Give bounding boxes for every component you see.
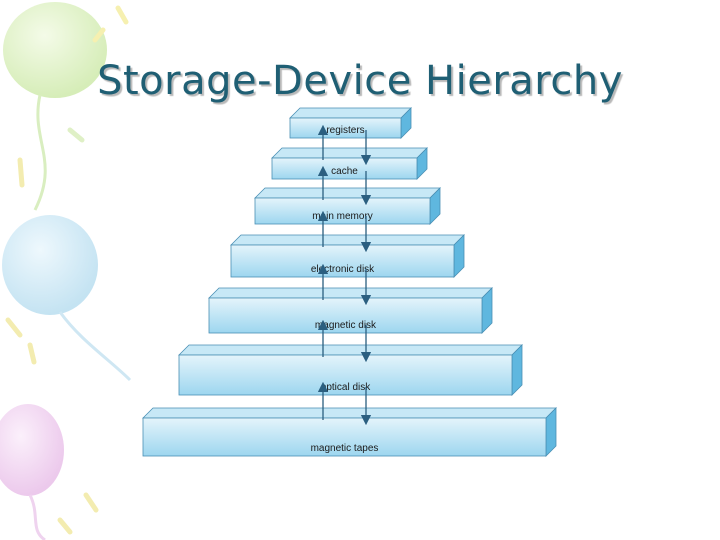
tier-label: optical disk bbox=[321, 382, 371, 393]
tier-front-face bbox=[289, 117, 402, 139]
tier-magnetic-tapes: magnetic tapes bbox=[142, 407, 557, 457]
hierarchy-tiers: registers cache main memory electronic disk… bbox=[142, 107, 557, 457]
tier-top-face bbox=[271, 147, 428, 159]
tier-cache: cache bbox=[271, 147, 428, 180]
tier-top-face bbox=[289, 107, 412, 119]
tier-front-face bbox=[208, 297, 483, 334]
tier-top-face bbox=[230, 234, 465, 246]
tier-label: magnetic disk bbox=[315, 320, 377, 331]
tier-electronic-disk: electronic disk bbox=[230, 234, 465, 278]
tier-label: electronic disk bbox=[311, 264, 375, 275]
tier-magnetic-disk: magnetic disk bbox=[208, 287, 493, 334]
page-title: Storage-Device Hierarchy bbox=[97, 58, 623, 104]
tier-label: cache bbox=[331, 166, 358, 177]
tier-top-face bbox=[142, 407, 557, 419]
tier-front-face bbox=[271, 157, 418, 180]
tier-main-memory: main memory bbox=[254, 187, 441, 225]
tier-registers: registers bbox=[289, 107, 412, 139]
tier-front-face bbox=[254, 197, 431, 225]
tier-top-face bbox=[208, 287, 493, 299]
transfer-arrows bbox=[317, 124, 372, 426]
tier-top-face bbox=[178, 344, 523, 356]
tier-label: main memory bbox=[312, 211, 373, 222]
tier-label: magnetic tapes bbox=[311, 443, 379, 454]
tier-optical-disk: optical disk bbox=[178, 344, 523, 396]
tier-label: registers bbox=[326, 125, 364, 136]
tier-top-face bbox=[254, 187, 441, 199]
tier-front-face bbox=[230, 244, 455, 278]
tier-front-face bbox=[142, 417, 547, 457]
tier-front-face bbox=[178, 354, 513, 396]
